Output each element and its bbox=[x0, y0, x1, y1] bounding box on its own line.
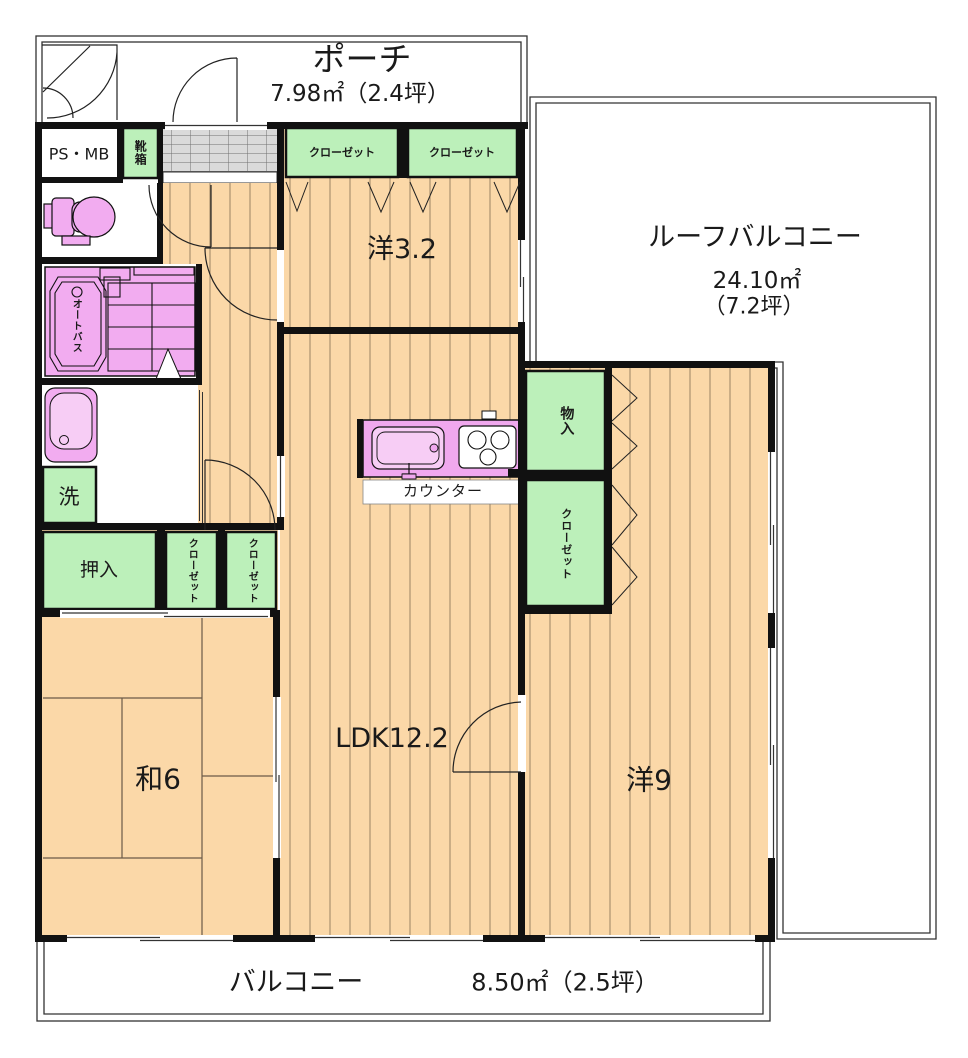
closet-fold-marks bbox=[285, 181, 638, 606]
closet-mid-right-label: クローゼット bbox=[246, 538, 258, 604]
closet-right-label: クローゼット bbox=[559, 508, 573, 580]
counter-label-strip bbox=[362, 479, 525, 505]
doors bbox=[42, 44, 638, 773]
hall-door bbox=[148, 184, 212, 248]
toilet-bowl bbox=[72, 196, 116, 238]
roof-balcony-tsubo: （7.2坪） bbox=[703, 294, 805, 320]
washroom-sliding-door bbox=[199, 390, 203, 523]
bathtub bbox=[49, 276, 107, 372]
tatami-lines bbox=[43, 617, 277, 935]
kitchen-sink bbox=[371, 426, 445, 470]
porch-size: 7.98㎡（2.4坪） bbox=[270, 80, 450, 107]
oshiire-label: 押入 bbox=[79, 559, 119, 582]
roof-balcony-label: ルーフバルコニー bbox=[648, 221, 862, 253]
toilet-tank bbox=[51, 197, 75, 237]
windows bbox=[60, 122, 776, 943]
auto-bath-label: オートバス bbox=[70, 298, 82, 354]
shoe-box-label: 靴箱 bbox=[133, 140, 148, 166]
closet-top-left-label: クローゼット bbox=[309, 146, 375, 160]
japanese-6-label: 和6 bbox=[135, 762, 181, 796]
closet-mid-left-box bbox=[164, 530, 219, 611]
kitchen bbox=[362, 410, 525, 505]
corridor-door bbox=[204, 459, 276, 531]
bathroom bbox=[42, 264, 197, 380]
vanity-bowl bbox=[49, 392, 93, 450]
porch-label: ポーチ bbox=[312, 39, 412, 79]
oshiire-box bbox=[41, 530, 158, 611]
genkan-tile-floor bbox=[163, 126, 277, 172]
closet-mid-left-label: クローゼット bbox=[186, 538, 198, 604]
ldk-label: LDK12.2 bbox=[335, 722, 449, 754]
roof-balcony-area: 24.10㎡ bbox=[712, 267, 802, 294]
genkan-step bbox=[162, 171, 278, 184]
western-3-2-door bbox=[204, 247, 278, 321]
closet-mid-right-box bbox=[224, 530, 278, 611]
laundry-label: 洗 bbox=[58, 484, 80, 509]
western-9-door bbox=[452, 701, 522, 773]
toilet-base bbox=[61, 235, 91, 246]
western-9-label: 洋9 bbox=[626, 763, 672, 797]
balcony-outline bbox=[36, 937, 771, 1022]
western-3-2-label: 洋3.2 bbox=[367, 233, 437, 265]
porch-storage-doors bbox=[42, 44, 118, 120]
closet-top-right-label: クローゼット bbox=[429, 146, 495, 160]
bath-counter bbox=[99, 267, 131, 281]
ps-mb-label: PS・MB bbox=[48, 144, 110, 164]
counter-label: カウンター bbox=[402, 482, 484, 501]
closet-top-right-box bbox=[406, 126, 519, 179]
balcony-size: 8.50㎡（2.5坪） bbox=[471, 968, 659, 997]
storage-label: 物入 bbox=[558, 406, 575, 436]
toilet-room bbox=[42, 183, 157, 257]
balcony-label: バルコニー bbox=[228, 966, 364, 998]
entrance-door bbox=[172, 57, 238, 123]
laundry-box bbox=[41, 465, 98, 525]
